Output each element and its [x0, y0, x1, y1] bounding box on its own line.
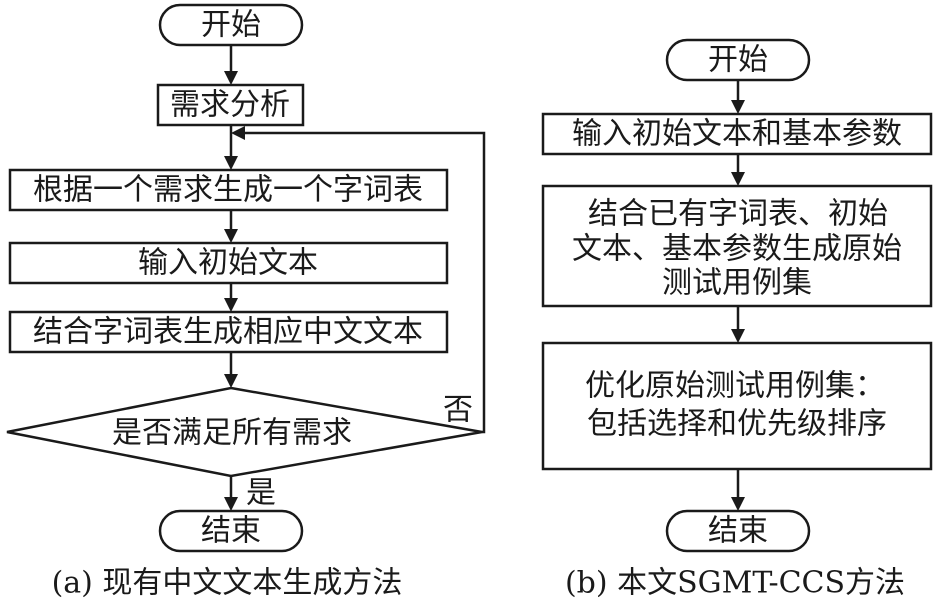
left-arrowhead-combine	[224, 298, 238, 312]
right-generate-line-2: 文本、基本参数生成原始	[572, 232, 902, 267]
left-combine-box	[8, 310, 449, 354]
right-input-box	[541, 112, 933, 156]
left-yes-label: 是	[246, 476, 276, 511]
left-analysis-box	[156, 83, 305, 127]
left-edge-no-loop	[245, 131, 486, 434]
left-gen-table-box	[8, 168, 449, 212]
left-gen-table-label: 根据一个需求生成一个字词表	[33, 173, 423, 208]
left-arrowhead-input	[224, 229, 238, 243]
left-arrowhead-decision	[224, 374, 238, 388]
right-optimize-line-1: 优化原始测试用例集：	[585, 369, 885, 404]
right-end-terminal	[665, 509, 811, 553]
left-input-text-box	[8, 241, 449, 285]
left-end-terminal	[158, 509, 304, 553]
left-start-label: 开始	[201, 8, 261, 43]
right-generate-line-3: 测试用例集	[662, 266, 812, 301]
left-arrowhead-end	[224, 497, 238, 511]
left-caption: (a) 现有中文文本生成方法	[52, 566, 403, 601]
right-end-label: 结束	[708, 514, 768, 549]
left-arrowhead-table	[224, 156, 238, 170]
right-arrowhead-generate	[731, 172, 745, 186]
right-generate-line-1: 结合已有字词表、初始	[588, 197, 888, 232]
right-arrowhead-end	[731, 497, 745, 511]
left-flowchart: 开始 需求分析 根据一个需求生成一个字词表 输入初始文本 结合字词表生成相应中文…	[6, 3, 486, 601]
left-arrowhead-loop	[231, 126, 245, 140]
right-flowchart: 开始 输入初始文本和基本参数 结合已有字词表、初始 文本、基本参数生成原始 测试…	[541, 38, 933, 601]
right-caption: (b) 本文SGMT-CCS方法	[565, 566, 905, 601]
left-arrowhead-analysis	[224, 71, 238, 85]
right-optimize-box	[541, 341, 933, 471]
left-input-text-label: 输入初始文本	[138, 246, 318, 281]
right-start-label: 开始	[708, 43, 768, 78]
left-analysis-label: 需求分析	[170, 88, 290, 123]
right-optimize-line-2: 包括选择和优先级排序	[587, 407, 887, 442]
right-arrowhead-input	[731, 100, 745, 114]
left-combine-label: 结合字词表生成相应中文文本	[33, 315, 423, 350]
left-decision-label: 是否满足所有需求	[112, 416, 352, 451]
left-end-label: 结束	[201, 514, 261, 549]
left-no-label: 否	[443, 393, 473, 428]
right-input-label: 输入初始文本和基本参数	[572, 117, 902, 152]
right-arrowhead-optimize	[731, 329, 745, 343]
